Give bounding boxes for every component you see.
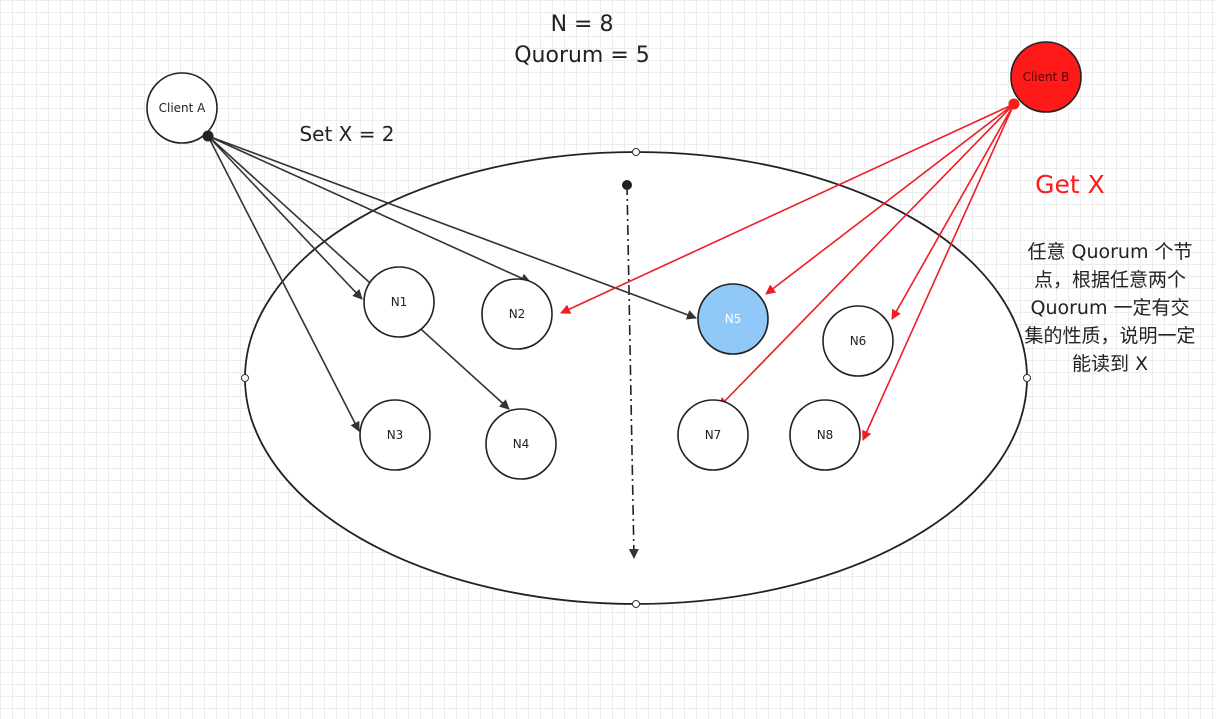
- node-n3-label: N3: [387, 428, 404, 442]
- node-n2[interactable]: N2: [481, 278, 553, 350]
- node-n8[interactable]: N8: [789, 399, 861, 471]
- write-arrows: [207, 135, 697, 432]
- ellipse-handle-bottom[interactable]: [632, 600, 640, 608]
- node-n4-circle[interactable]: [485, 408, 557, 480]
- quorum-label: Quorum = 5: [514, 43, 650, 68]
- node-n6-label: N6: [850, 334, 867, 348]
- write-arrow-n3: [207, 135, 360, 432]
- node-n2-circle[interactable]: [481, 278, 553, 350]
- node-n4-label: N4: [513, 437, 530, 451]
- write-arrow-n2: [207, 135, 531, 283]
- client-b-circle[interactable]: [1010, 41, 1082, 113]
- node-n1-circle[interactable]: [363, 266, 435, 338]
- write-operation-label: Set X = 2: [299, 122, 394, 146]
- write-arrow-n4: [207, 135, 510, 410]
- node-n2-label: N2: [509, 307, 526, 321]
- client-a-label: Client A: [159, 101, 207, 115]
- read-arrows: [560, 103, 1015, 441]
- node-n1[interactable]: N1: [363, 266, 435, 338]
- client-a[interactable]: Client A: [146, 72, 218, 144]
- node-n4[interactable]: N4: [485, 408, 557, 480]
- client-b-label: Client B: [1023, 70, 1070, 84]
- ellipse-handle-right[interactable]: [1023, 374, 1031, 382]
- node-n7-label: N7: [705, 428, 722, 442]
- read-arrow-n8: [862, 103, 1015, 441]
- client-b-anchor-dot: [1008, 98, 1020, 110]
- node-n5[interactable]: N5: [697, 283, 769, 355]
- node-n7[interactable]: N7: [677, 399, 749, 471]
- node-n1-label: N1: [391, 295, 408, 309]
- node-n6-circle[interactable]: [822, 305, 894, 377]
- read-arrow-n6: [891, 103, 1015, 320]
- write-arrow-n1: [207, 135, 363, 300]
- ellipse-handle-top[interactable]: [632, 148, 640, 156]
- read-operation-label: Get X: [1035, 170, 1105, 199]
- divider-arrow: [626, 184, 639, 559]
- node-n5-label: N5: [725, 312, 742, 326]
- n-label: N = 8: [551, 12, 614, 37]
- node-n6[interactable]: N6: [822, 305, 894, 377]
- node-n8-circle[interactable]: [789, 399, 861, 471]
- read-arrow-n2: [560, 103, 1015, 314]
- node-n5-circle[interactable]: [697, 283, 769, 355]
- quorum-note: 任意 Quorum 个节点，根据任意两个 Quorum 一定有交集的性质，说明一…: [1024, 241, 1196, 375]
- client-a-circle[interactable]: [146, 72, 218, 144]
- read-arrow-n7: [718, 103, 1015, 408]
- cluster-ellipse[interactable]: [244, 151, 1028, 605]
- node-n7-circle[interactable]: [677, 399, 749, 471]
- ellipse-handle-left[interactable]: [241, 374, 249, 382]
- node-n3[interactable]: N3: [359, 399, 431, 471]
- client-a-anchor-dot: [202, 130, 214, 142]
- node-n3-circle[interactable]: [359, 399, 431, 471]
- client-b[interactable]: Client B: [1010, 41, 1082, 113]
- read-arrow-n5: [765, 103, 1015, 295]
- node-n8-label: N8: [817, 428, 834, 442]
